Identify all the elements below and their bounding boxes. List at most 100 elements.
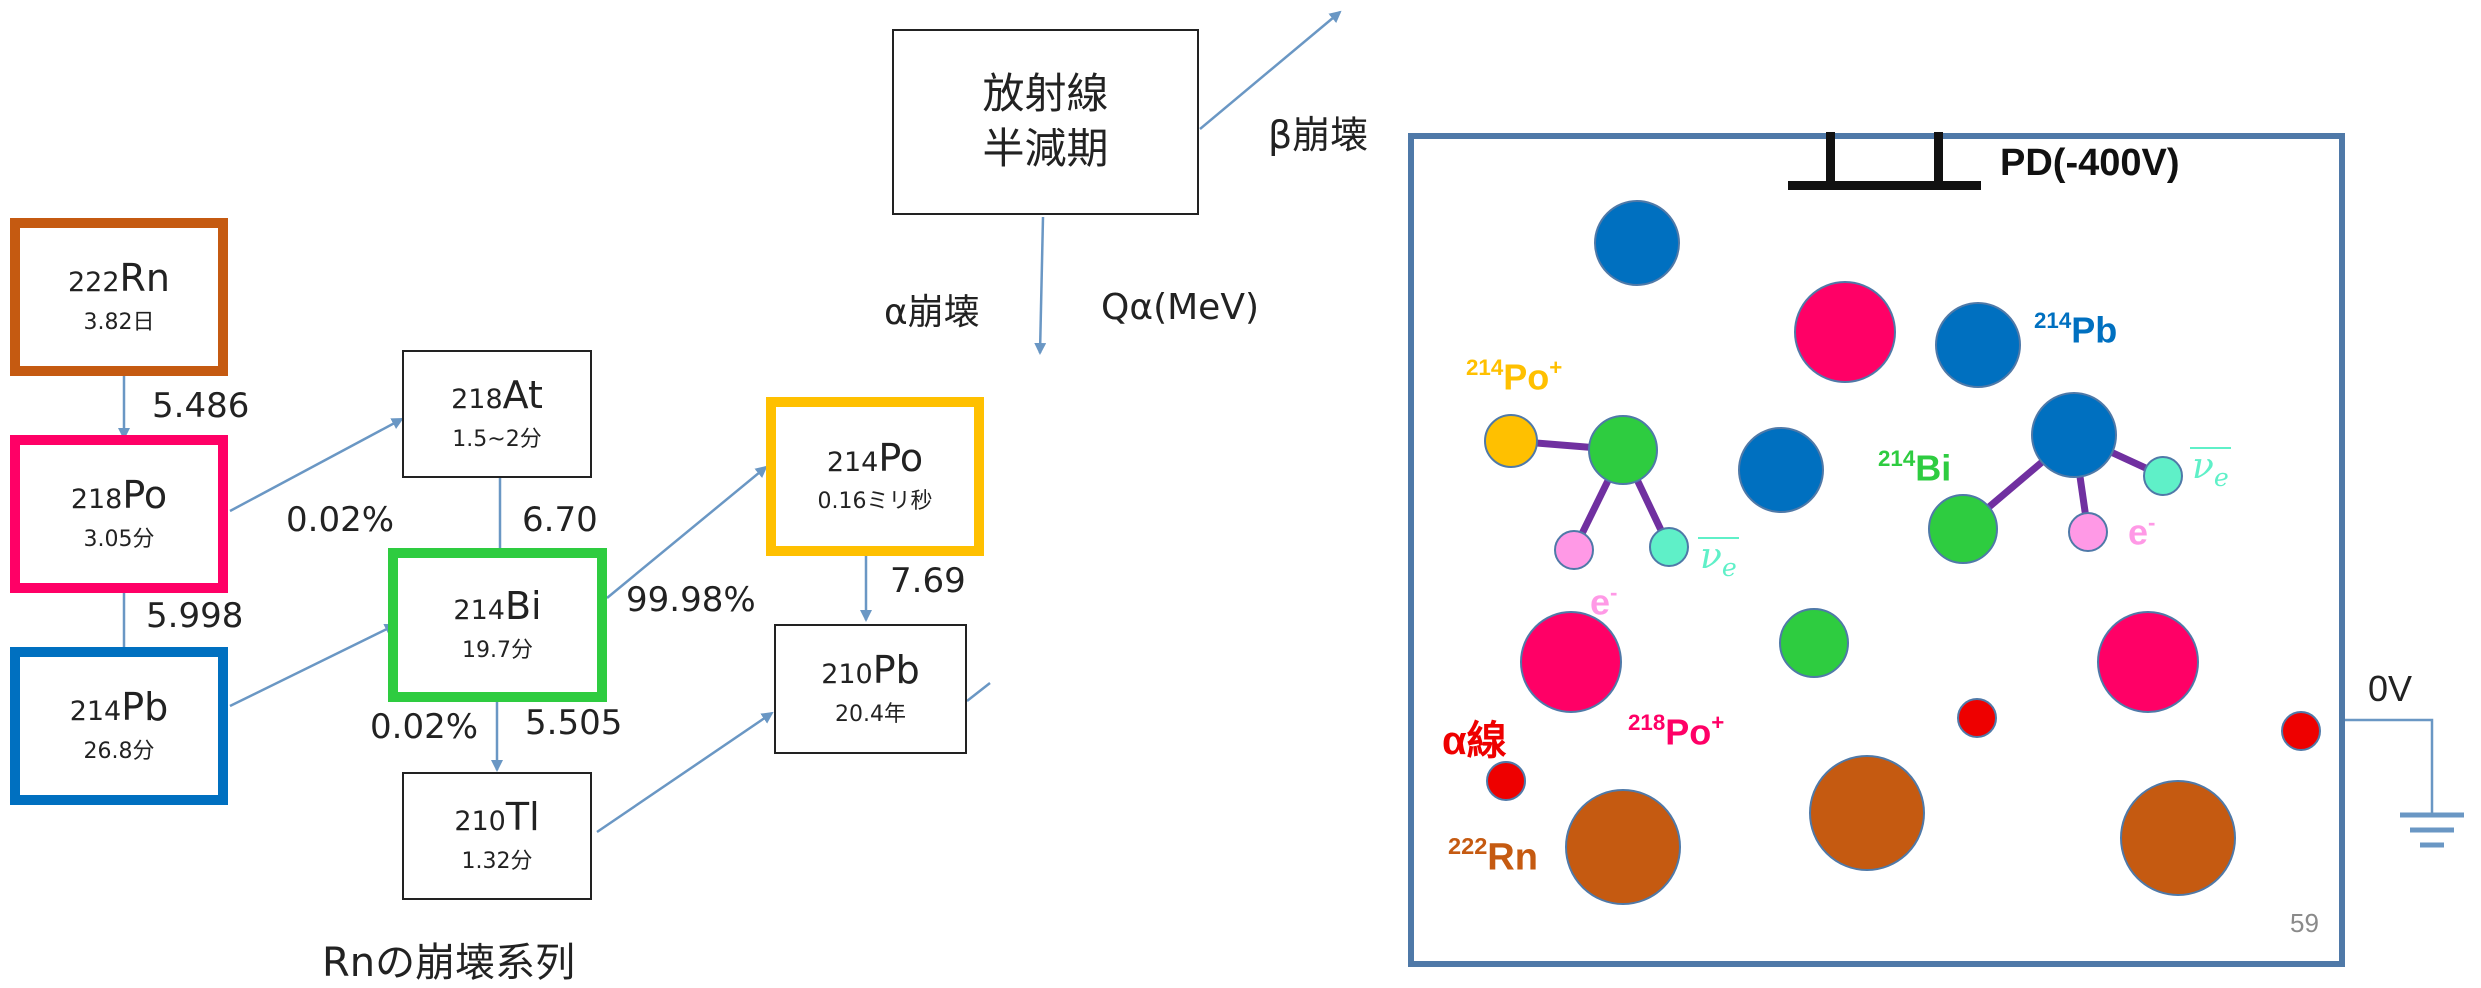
pb210-half-life: 20.4年 (835, 701, 906, 727)
ground-icon (2400, 812, 2464, 848)
pb214-symbol: Pb (121, 685, 169, 730)
line-pb210-out (966, 682, 991, 702)
nuclide-pb214: 214Pb 26.8分 (10, 647, 228, 805)
nuclide-rn222: 222Rn 3.82日 (10, 218, 228, 376)
bi214-label-symbol: Bi (1915, 447, 1952, 489)
electron-particle (2068, 512, 2108, 552)
po218-atom (1520, 611, 1622, 713)
neutrino-1-subscript: e (1721, 553, 1737, 583)
pd-voltage-label: PD(-400V) (2000, 142, 2180, 184)
q-value-rn222: 5.486 (152, 386, 250, 426)
q-value-at218: 6.70 (522, 500, 598, 540)
bi214-mass: 214 (453, 595, 505, 627)
label-neutrino-1: νe (1698, 536, 1739, 580)
po218-symbol: Po (122, 473, 168, 518)
pb214-atom (1594, 200, 1680, 286)
nuclide-bi214: 214Bi 19.7分 (388, 548, 607, 702)
label-alpha-ray: α線 (1442, 719, 1507, 763)
rn222-label-mass: 222 (1448, 833, 1488, 859)
pb214-atom (1738, 427, 1824, 513)
at218-half-life: 1.5~2分 (452, 426, 542, 452)
bi214-atom (1588, 415, 1658, 485)
q-value-bi214: 5.505 (525, 703, 623, 743)
po214-mass: 214 (826, 446, 879, 478)
rn222-atom (1565, 789, 1681, 905)
po218-mass: 218 (70, 484, 123, 516)
electron-2-charge: - (2148, 510, 2156, 535)
neutrino-2-symbol: ν (2192, 446, 2214, 487)
arrow-bi214-po214 (606, 465, 768, 599)
nuclide-tl210: 210Tl 1.32分 (402, 772, 592, 900)
tl210-half-life: 1.32分 (461, 848, 533, 874)
neutrino-2-subscript: e (2213, 463, 2229, 493)
neutrino-particle (2143, 456, 2183, 496)
bi214-atom (1928, 494, 1998, 564)
nuclide-po218: 218Po 3.05分 (10, 435, 228, 593)
rn222-mass: 222 (67, 267, 120, 299)
legend-line-half-life: 半減期 (982, 124, 1109, 173)
po218-atom (1794, 281, 1896, 383)
legend-line-radiation: 放射線 (982, 69, 1109, 119)
legend-beta-decay: β崩壊 (1268, 113, 1369, 157)
po214-atom (1484, 414, 1538, 468)
neutrino-1-symbol: ν (1700, 536, 1722, 577)
electron-1-symbol: e (1590, 581, 1611, 623)
legend-alpha-decay: α崩壊 (884, 292, 980, 333)
po214-ion-mass: 214 (1466, 355, 1504, 380)
electron-1-charge: - (1610, 580, 1618, 605)
pb210-mass: 210 (821, 659, 873, 691)
pb210-symbol: Pb (872, 648, 920, 693)
rn222-atom (2120, 780, 2236, 896)
arrow-legend-alpha (1034, 216, 1047, 355)
arrow-pb214-bi214 (229, 623, 397, 708)
pb214-label-mass: 214 (2034, 308, 2072, 333)
bi214-atom (1779, 608, 1849, 678)
bi214-label-mass: 214 (1878, 446, 1916, 471)
po218-ion-symbol: Po (1665, 711, 1712, 753)
q-value-po214: 7.69 (890, 561, 966, 601)
nuclide-po214: 214Po 0.16ミリ秒 (766, 397, 984, 556)
electron-2-symbol: e (2128, 511, 2149, 553)
rn222-label-symbol: Rn (1487, 836, 1538, 879)
po214-ion-charge: + (1549, 355, 1563, 380)
label-po214-ion: 214Po+ (1466, 355, 1562, 399)
rn222-symbol: Rn (119, 256, 171, 301)
at218-mass: 218 (451, 384, 503, 416)
pb214-mass: 214 (69, 696, 122, 728)
rn222-half-life: 3.82日 (83, 309, 155, 335)
nuclide-pb210: 210Pb 20.4年 (774, 624, 967, 754)
rn222-atom (1809, 755, 1925, 871)
label-neutrino-2: νe (2190, 446, 2231, 490)
alpha-particle (1957, 698, 1997, 738)
tl210-mass: 210 (454, 806, 506, 838)
legend-box: 放射線 半減期 (892, 29, 1199, 215)
pb214-atom (2031, 392, 2117, 478)
pb214-label-symbol: Pb (2071, 309, 2118, 351)
po218-ion-charge: + (1711, 710, 1725, 735)
label-pb214: 214Pb (2034, 308, 2117, 352)
label-po218-ion: 218Po+ (1628, 710, 1724, 754)
at218-symbol: At (502, 373, 543, 418)
po214-ion-symbol: Po (1503, 356, 1550, 398)
alpha-particle (1486, 761, 1526, 801)
label-rn222: 222Rn (1448, 833, 1538, 879)
electron-particle (1554, 530, 1594, 570)
label-electron-1: e- (1590, 580, 1617, 624)
po218-atom (2097, 611, 2199, 713)
po218-half-life: 3.05分 (83, 526, 155, 552)
arrow-tl210-pb210 (596, 711, 774, 834)
branch-ratio-bi214-tl210: 0.02% (370, 707, 479, 747)
label-electron-2: e- (2128, 510, 2155, 554)
po218-ion-mass: 218 (1628, 710, 1666, 735)
tl210-symbol: Tl (505, 795, 540, 840)
nuclide-at218: 218At 1.5~2分 (402, 350, 592, 478)
arrow-legend-beta (1199, 10, 1342, 130)
branch-ratio-po218-at218: 0.02% (286, 500, 395, 540)
arrow-po218-at218 (229, 417, 404, 513)
neutrino-particle (1649, 527, 1689, 567)
legend-q-alpha: Qα(MeV) (1101, 287, 1259, 328)
branch-ratio-bi214-po214: 99.98% (626, 580, 756, 620)
page-number: 59 (2290, 908, 2319, 938)
